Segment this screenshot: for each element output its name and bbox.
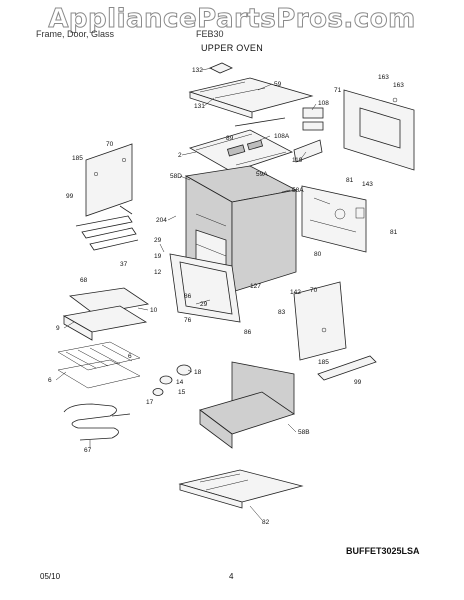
callout-19: 19 [154, 253, 162, 260]
side-wiring-panel [301, 185, 367, 253]
callout-163a: 163 [378, 74, 389, 81]
callout-89: 89 [226, 135, 234, 142]
callout-14: 14 [176, 379, 184, 386]
callout-6b: 6 [48, 377, 52, 384]
model-number: BUFFET3025LSA [346, 546, 420, 556]
callout-58a: 58A [292, 187, 304, 194]
callout-18: 18 [194, 369, 202, 376]
callout-86b: 86 [244, 329, 252, 336]
callout-59a: 59A [256, 171, 268, 178]
callout-108: 108 [318, 100, 329, 107]
callout-185b: 185 [318, 359, 329, 366]
lower-side-panel-70 [293, 281, 347, 361]
callout-132: 132 [192, 67, 203, 74]
callout-108a: 108A [274, 133, 290, 140]
callout-67: 67 [84, 447, 92, 454]
callout-163b: 163 [393, 82, 404, 89]
callout-6a: 6 [128, 353, 132, 360]
callout-86a: 86 [184, 293, 192, 300]
callout-80: 80 [314, 251, 322, 258]
callout-70b: 70 [310, 287, 318, 294]
callout-71: 71 [334, 87, 342, 94]
diagram-subtitle: UPPER OVEN [200, 43, 263, 53]
callout-81a: 81 [346, 177, 354, 184]
callout-204: 204 [156, 217, 167, 224]
callout-119: 119 [292, 157, 303, 164]
callout-12: 12 [154, 269, 162, 276]
rear-panel-71 [343, 89, 415, 171]
broil-element-part [75, 205, 139, 251]
callout-58d: 58D [170, 173, 182, 180]
callout-70a: 70 [106, 141, 114, 148]
top-shield-part [188, 62, 314, 119]
oven-racks-part [57, 341, 141, 389]
callout-29a: 29 [154, 237, 162, 244]
callout-131: 131 [194, 103, 205, 110]
bottom-tray-82 [178, 469, 304, 509]
callout-143: 143 [362, 181, 373, 188]
knob-parts [152, 364, 192, 396]
footer-date: 05/10 [40, 572, 61, 581]
callout-83: 83 [278, 309, 286, 316]
section-label: Frame, Door, Glass [36, 29, 115, 39]
callout-10: 10 [150, 307, 158, 314]
callout-76: 76 [184, 317, 192, 324]
callout-9: 9 [56, 325, 60, 332]
bake-element-part [63, 403, 131, 441]
callout-15: 15 [178, 389, 186, 396]
door-frame-part [169, 253, 241, 323]
callout-68: 68 [80, 277, 88, 284]
cavity-bottom-58b [199, 361, 295, 449]
callout-37: 37 [120, 261, 128, 268]
footer-page-number: 4 [229, 572, 234, 581]
callout-58b: 58B [298, 429, 310, 436]
watermark: AppliancePartsPros.com [48, 4, 416, 35]
vent-plate-part [188, 117, 294, 173]
callout-17: 17 [146, 399, 154, 406]
callout-127: 127 [250, 283, 261, 290]
part-code: FEB30 [196, 29, 224, 39]
callout-185a: 185 [72, 155, 83, 162]
callout-142: 142 [290, 289, 301, 296]
element-108-part [293, 107, 324, 163]
callout-29b: 29 [200, 301, 208, 308]
left-side-panel-70 [85, 143, 133, 217]
callout-81b: 81 [390, 229, 398, 236]
leader-lines [55, 67, 317, 521]
broil-pan-part [62, 287, 150, 341]
callout-99a: 99 [66, 193, 74, 200]
callout-2: 2 [178, 152, 182, 159]
callout-59: 59 [274, 81, 282, 88]
callout-82: 82 [262, 519, 270, 526]
callout-99b: 99 [354, 379, 362, 386]
rail-99-part [317, 355, 377, 381]
